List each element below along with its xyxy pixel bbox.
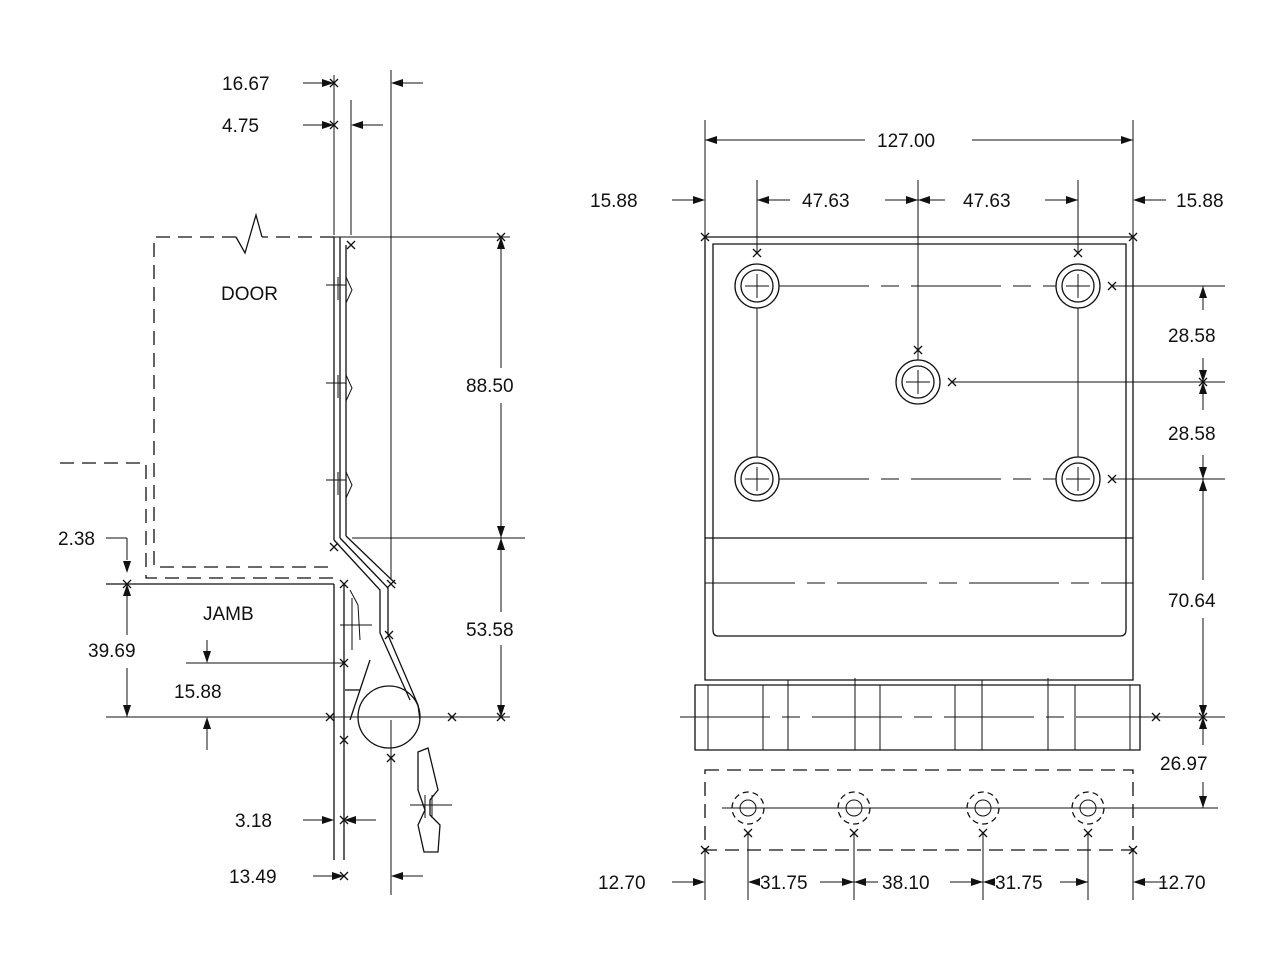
dim-28-58-bottom: 28.58 (1168, 382, 1216, 479)
dim-4-75: 4.75 (222, 116, 383, 137)
door-label: DOOR (221, 284, 278, 305)
dim-70-64-label: 70.64 (1168, 591, 1216, 612)
dim-70-64: 70.64 (1168, 479, 1216, 722)
dim-47-63-left-label: 47.63 (802, 191, 850, 212)
dim-15-88-right-label: 15.88 (1176, 191, 1224, 212)
jamb-leaf-hidden (704, 769, 1218, 851)
dim-127-00-label: 127.00 (877, 131, 935, 152)
dim-31-75-left-label: 31.75 (760, 873, 808, 894)
dim-39-69: 39.69 (88, 579, 136, 717)
jamb-hole-1 (731, 791, 765, 825)
dim-12-70-left: 12.70 (598, 873, 705, 894)
dim-15-88-side: 15.88 (174, 640, 344, 750)
jamb-hole-2 (837, 791, 871, 825)
jamb-hole-3 (966, 791, 1000, 825)
side-view: 16.67 4.75 DOOR JAMB (58, 70, 525, 895)
dim-15-88-left: 15.88 (590, 191, 705, 212)
jamb-outline: JAMB (60, 462, 334, 625)
dim-47-63-left: 47.63 (757, 191, 918, 212)
dim-31-75-left: 31.75 (748, 873, 854, 894)
jamb-hole-4 (1071, 791, 1105, 825)
dim-3-18-label: 3.18 (235, 811, 272, 832)
dim-88-50: 88.50 (466, 232, 514, 538)
dim-26-97: 26.97 (1160, 717, 1208, 808)
dim-13-49-label: 13.49 (229, 867, 277, 888)
dim-2-38-label: 2.38 (58, 529, 95, 550)
dim-47-63-right: 47.63 (918, 191, 1078, 212)
dim-53-58-label: 53.58 (466, 620, 514, 641)
front-view: 127.00 15.88 47.63 47.63 15.88 (590, 120, 1225, 900)
dim-15-88-left-label: 15.88 (590, 191, 638, 212)
dim-12-70-right: 12.70 (1133, 873, 1206, 894)
dim-16-67: 16.67 (222, 74, 423, 95)
dim-2-38: 2.38 (58, 529, 131, 573)
hole-center (895, 359, 941, 405)
dim-47-63-right-label: 47.63 (963, 191, 1011, 212)
dim-13-49: 13.49 (229, 720, 423, 895)
dim-38-10: 38.10 (854, 873, 983, 894)
hole-top-right (1055, 263, 1101, 309)
knuckle-barrel (680, 678, 1160, 751)
dim-12-70-right-label: 12.70 (1158, 873, 1206, 894)
dim-16-67-label: 16.67 (222, 74, 270, 95)
dim-31-75-right-label: 31.75 (995, 873, 1043, 894)
dim-15-88-right: 15.88 (1133, 191, 1224, 212)
dim-53-58: 53.58 (466, 538, 514, 722)
dim-15-88-side-label: 15.88 (174, 682, 222, 703)
hinge-plate (704, 236, 1134, 681)
dim-28-58-top: 28.58 (1168, 286, 1216, 387)
door-outline: DOOR (153, 212, 334, 568)
dim-127-00: 127.00 (705, 131, 1133, 152)
hole-bottom-left (734, 456, 780, 502)
dim-38-10-label: 38.10 (882, 873, 930, 894)
hole-bottom-right (1055, 456, 1101, 502)
dim-28-58-bottom-label: 28.58 (1168, 424, 1216, 445)
dim-28-58-top-label: 28.58 (1168, 326, 1216, 347)
dim-31-75-right: 31.75 (983, 873, 1088, 894)
dim-26-97-label: 26.97 (1160, 754, 1208, 775)
dim-3-18: 3.18 (235, 811, 376, 832)
dim-39-69-label: 39.69 (88, 641, 136, 662)
dim-12-70-left-label: 12.70 (598, 873, 646, 894)
hole-top-left (734, 263, 780, 309)
jamb-label: JAMB (203, 604, 254, 625)
dim-88-50-label: 88.50 (466, 376, 514, 397)
dim-4-75-label: 4.75 (222, 116, 259, 137)
